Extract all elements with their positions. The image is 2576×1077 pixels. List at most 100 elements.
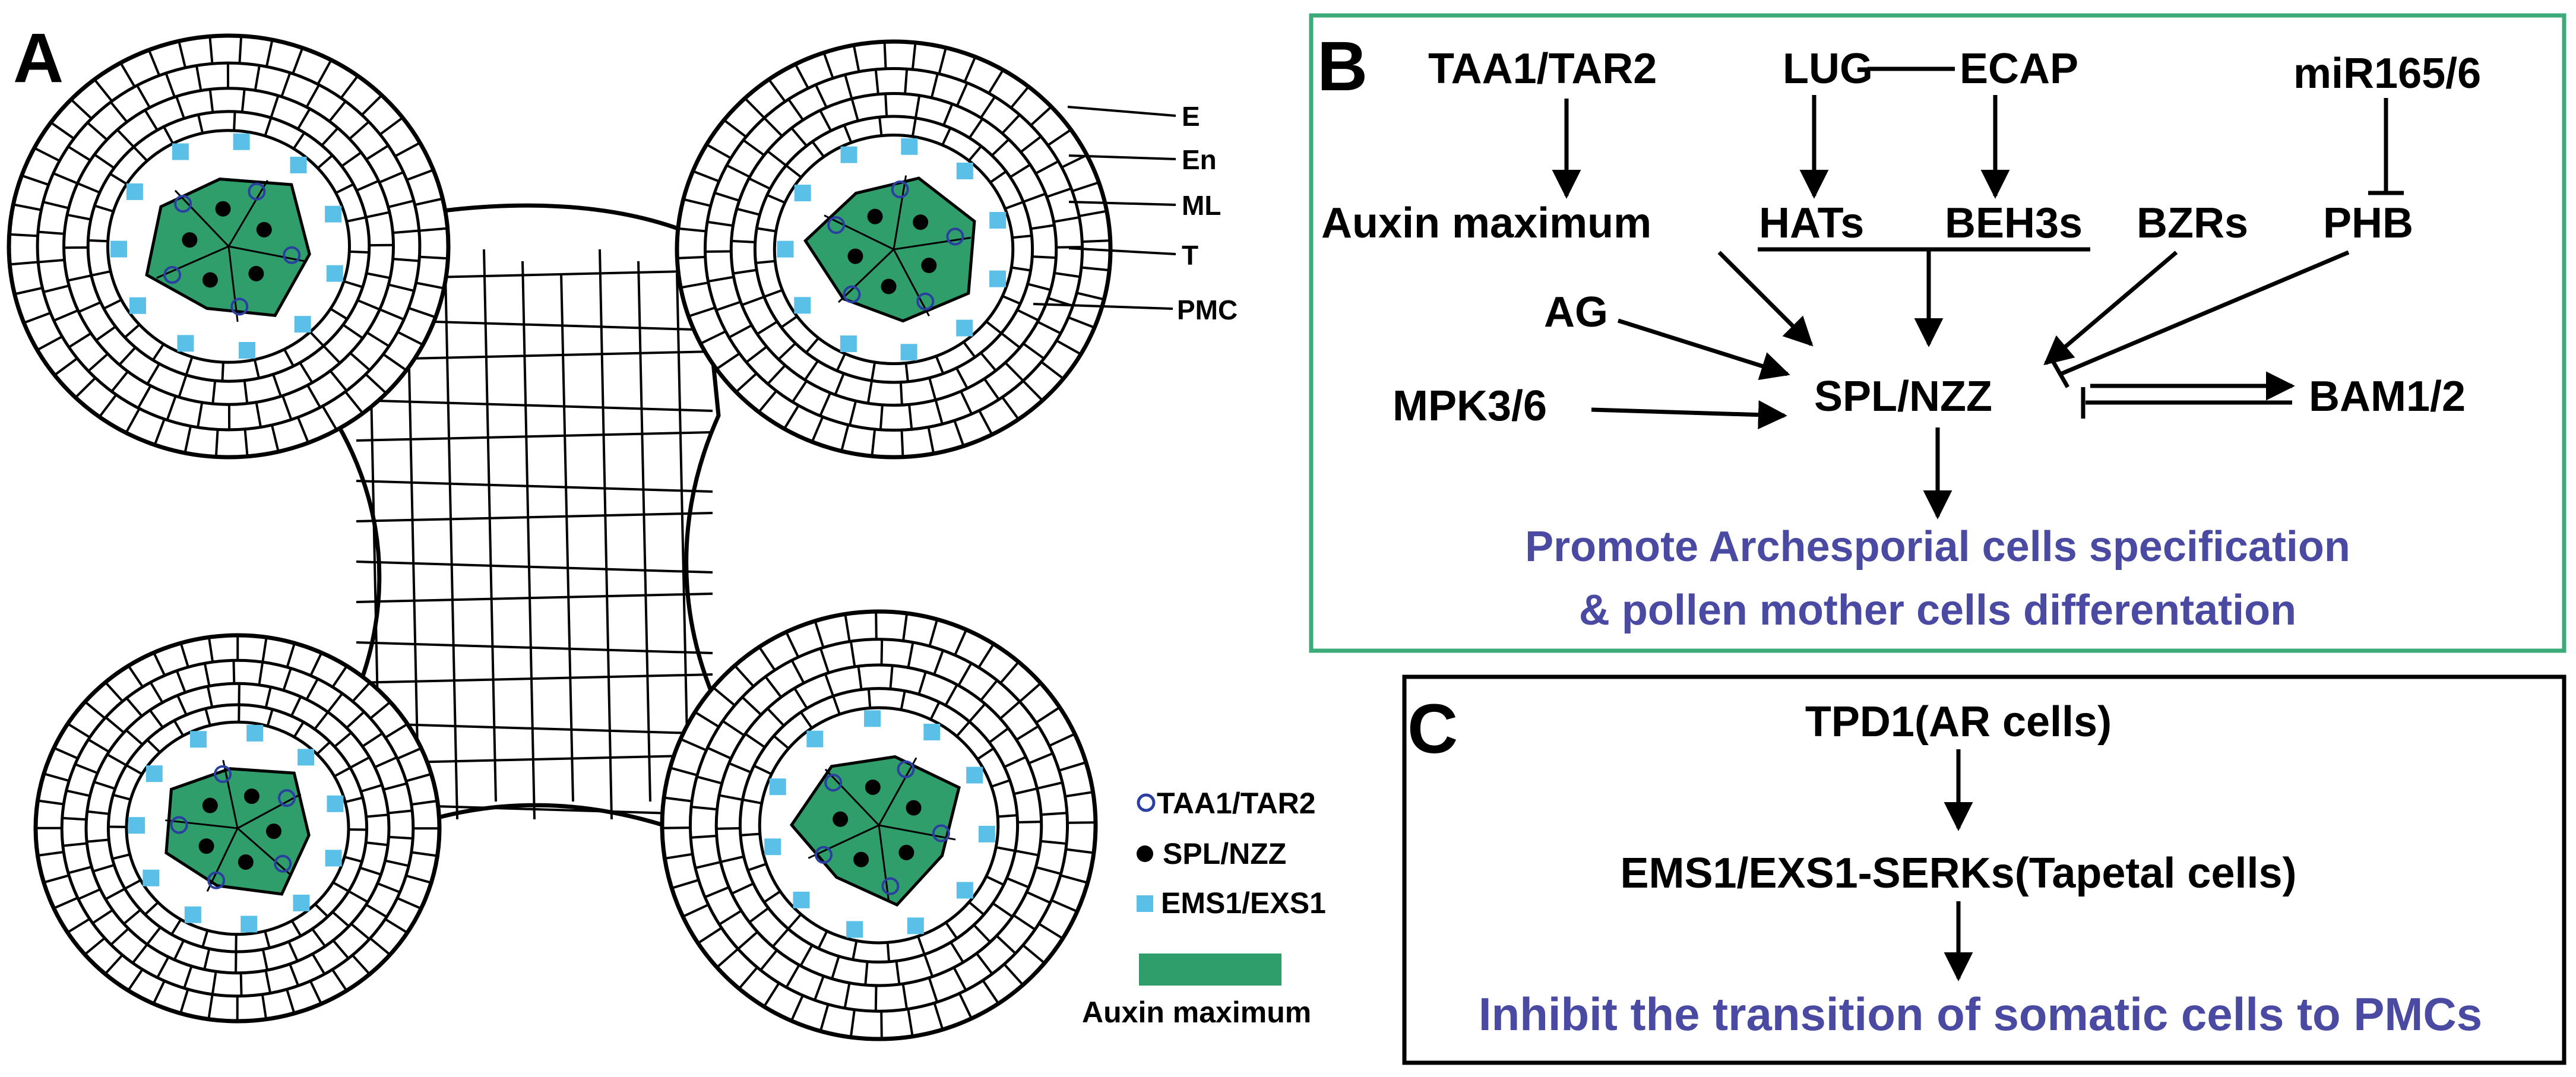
cell-wall bbox=[197, 402, 204, 428]
spl-nzz-dot bbox=[847, 248, 863, 264]
ems1-square bbox=[769, 778, 786, 796]
cell-wall bbox=[928, 619, 939, 647]
pmc-wall bbox=[222, 760, 239, 829]
cell-wall bbox=[348, 890, 369, 904]
cell-wall bbox=[369, 701, 391, 720]
cell-wall bbox=[21, 174, 49, 186]
cell-wall bbox=[814, 975, 825, 1001]
cell-wall bbox=[23, 312, 51, 324]
cell-wall bbox=[406, 874, 432, 884]
cell-wall bbox=[149, 682, 164, 704]
cell-wall bbox=[785, 964, 800, 988]
leader-line-pmc bbox=[1033, 303, 1173, 310]
cell-wall bbox=[850, 98, 859, 122]
taa1-ring bbox=[827, 216, 846, 235]
cell-wall bbox=[1020, 135, 1042, 153]
cell-wall bbox=[691, 806, 717, 811]
cell-wall bbox=[1022, 944, 1046, 964]
cell-wall bbox=[408, 306, 436, 319]
cell-wall bbox=[147, 49, 161, 76]
cell-wall bbox=[998, 814, 1018, 818]
cell-wall bbox=[84, 937, 106, 956]
cell-wall bbox=[1040, 840, 1067, 845]
cell-wall bbox=[822, 52, 834, 79]
panel-a-letter: A bbox=[13, 19, 64, 97]
panel-b-border bbox=[1309, 13, 2566, 653]
cell-wall bbox=[917, 936, 926, 955]
cell-wall bbox=[388, 835, 413, 840]
cell-wall bbox=[37, 230, 65, 235]
cell-wall bbox=[178, 40, 187, 68]
ems1-square bbox=[327, 795, 344, 812]
cell-wall bbox=[103, 299, 122, 310]
ems1-square bbox=[293, 894, 310, 911]
anther-lobe-top-right bbox=[675, 39, 1113, 460]
cell-wall bbox=[763, 982, 780, 1008]
cell-wall bbox=[286, 989, 296, 1014]
ems1-square bbox=[777, 240, 794, 258]
pmc-wall bbox=[227, 246, 239, 322]
ems1-square bbox=[923, 724, 941, 741]
cell-wall bbox=[331, 968, 348, 992]
cell-wall bbox=[803, 360, 819, 381]
cell-wall bbox=[663, 796, 692, 803]
cell-wall bbox=[767, 365, 786, 385]
cell-wall bbox=[369, 937, 391, 956]
taa1-ring bbox=[946, 227, 964, 246]
cell-wall bbox=[968, 118, 984, 139]
cell-wall bbox=[731, 239, 755, 243]
node-lug: LUG bbox=[1783, 45, 1873, 93]
cell-wall bbox=[112, 853, 131, 860]
cell-wall bbox=[53, 172, 78, 185]
cell-wall bbox=[819, 1004, 830, 1032]
cell-wall bbox=[983, 378, 1000, 400]
cell-wall bbox=[767, 707, 785, 727]
cell-wall bbox=[280, 72, 292, 97]
layer-label-ml: ML bbox=[1182, 190, 1221, 221]
cell-wall bbox=[697, 927, 723, 945]
cell-wall bbox=[270, 95, 280, 118]
ems1-square bbox=[177, 335, 194, 352]
cell-wall bbox=[67, 723, 91, 739]
cell-wall bbox=[1047, 128, 1072, 147]
panel-b-letter: B bbox=[1317, 27, 1368, 106]
pmc-wall bbox=[165, 819, 238, 829]
cell-wall bbox=[265, 39, 274, 67]
cell-wall bbox=[980, 679, 998, 701]
cell-wall bbox=[941, 127, 952, 146]
cell-wall bbox=[360, 94, 383, 116]
cell-wall bbox=[179, 642, 189, 668]
cell-wall bbox=[109, 173, 128, 185]
cell-wall bbox=[768, 78, 786, 103]
cell-wall bbox=[131, 943, 148, 964]
cell-wall bbox=[694, 711, 720, 728]
taa1-ring bbox=[274, 854, 292, 873]
connective-cell-wall bbox=[356, 722, 713, 735]
cell-wall bbox=[1028, 752, 1053, 765]
cell-wall bbox=[332, 881, 350, 892]
cell-wall bbox=[342, 324, 363, 340]
cell-wall bbox=[867, 689, 872, 708]
cell-layer-ring bbox=[60, 658, 415, 998]
cell-wall bbox=[341, 151, 362, 167]
cell-wall bbox=[1012, 235, 1032, 239]
panel-c-letter: C bbox=[1407, 690, 1458, 768]
cell-wall bbox=[968, 145, 982, 161]
cell-wall bbox=[1040, 360, 1064, 380]
panel-c-tpd1: TPD1(AR cells) bbox=[1805, 698, 2112, 746]
cell-wall bbox=[716, 948, 739, 968]
cell-wall bbox=[1056, 339, 1082, 356]
cell-wall bbox=[329, 370, 348, 392]
legend-dot-icon bbox=[1137, 845, 1153, 862]
ems1-square bbox=[126, 183, 143, 200]
cell-wall bbox=[989, 170, 1007, 183]
cell-wall bbox=[125, 729, 144, 746]
taa1-ring bbox=[214, 765, 232, 783]
cell-wall bbox=[767, 194, 786, 204]
node-ecap: ECAP bbox=[1960, 45, 2078, 93]
cell-wall bbox=[733, 664, 755, 688]
taa1-ring bbox=[843, 285, 861, 303]
cell-wall bbox=[712, 686, 736, 707]
cell-wall bbox=[86, 838, 109, 843]
cell-wall bbox=[914, 95, 921, 119]
